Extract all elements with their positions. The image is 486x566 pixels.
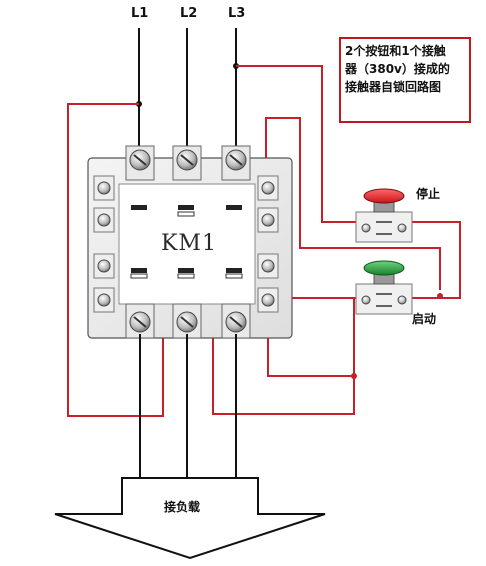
aux-screw-1 [261, 181, 275, 195]
start-button [355, 260, 413, 315]
bottom-terminals [125, 303, 251, 339]
load-label: 接负载 [164, 499, 200, 514]
description-note: 2个按钮和1个接触 器（380v）接成的 接触器自锁回路图 [339, 37, 471, 123]
wire-aux-upper [265, 117, 441, 290]
control-wires [67, 65, 461, 417]
wire-coil-return [212, 322, 355, 415]
load-lines [139, 334, 237, 478]
phase-label-l2: L2 [180, 6, 197, 21]
start-label: 启动 [412, 311, 436, 326]
stop-label: 停止 [416, 186, 440, 201]
note-line-2: 器（380v）接成的 [345, 62, 450, 76]
phase-label-l3: L3 [228, 6, 245, 21]
wire-aux-lower [267, 298, 355, 377]
right-aux-terminals [257, 175, 279, 313]
phase-label-l1: L1 [131, 6, 148, 21]
junction-dot-start [351, 373, 357, 379]
note-line-1: 2个按钮和1个接触 [345, 44, 446, 58]
top-terminals [125, 145, 251, 181]
stop-button-cap [363, 188, 405, 204]
junction-dot-right [437, 293, 443, 299]
aux-screw-2 [261, 213, 275, 227]
contactor-label: KM1 [161, 231, 217, 256]
start-button-cap [363, 260, 405, 276]
wire-stop-to-start [408, 221, 461, 299]
wire-l1-to-coil [67, 103, 164, 417]
stop-button [355, 188, 413, 243]
wire-l3-to-stop [236, 65, 360, 223]
load-arrow [54, 477, 326, 560]
left-aux-terminals [93, 175, 115, 313]
aux-screw-3 [261, 259, 275, 273]
aux-screw-4 [261, 293, 275, 307]
contact-slots [131, 205, 242, 273]
note-line-3: 接触器自锁回路图 [345, 80, 442, 94]
phase-lines [138, 28, 237, 150]
contactor-km1: KM1 [87, 145, 293, 339]
